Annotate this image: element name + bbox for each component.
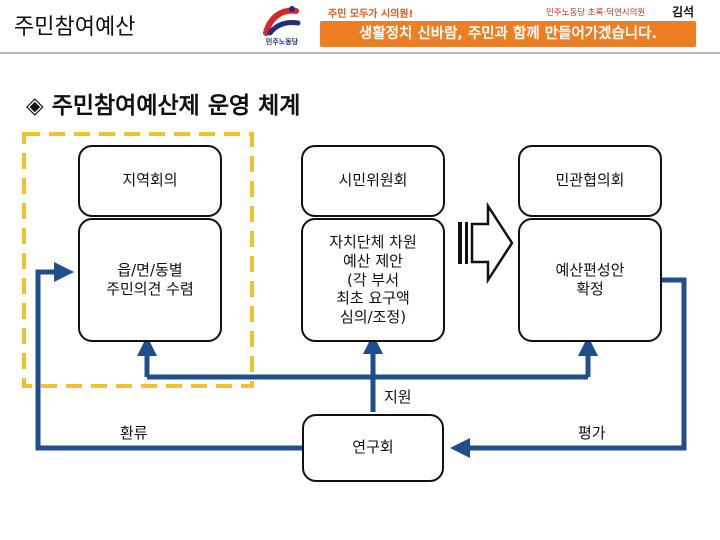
page-title: 주민참여예산: [14, 15, 136, 40]
section-title: ◈ 주민참여예산제 운영 체계: [26, 93, 301, 119]
slogan-banner: 주민 모두가 시의원! 민주노동당 초록·덕연시의원 김석 생활정치 신바람, …: [320, 4, 696, 47]
research-group-box: 연구회: [302, 414, 444, 482]
regional-detail-box: 읍/면/동별 주민의견 수렴: [78, 218, 222, 342]
citizen-detail-box: 자치단체 차원 예산 제안 (각 부서 최초 요구액 심의/조정): [301, 218, 445, 342]
council-member-name: 김석: [672, 5, 695, 19]
citizen-committee-box: 시민위원회: [301, 145, 445, 217]
party-logo: 민주노동당: [252, 3, 312, 49]
evaluation-label: 평가: [578, 424, 606, 442]
public-private-council-box: 민관협의회: [518, 145, 662, 217]
party-logo-icon: [263, 6, 301, 36]
party-info: 민주노동당 초록·덕연시의원: [546, 8, 646, 18]
process-arrow-icon: [458, 201, 514, 285]
feedback-arrow: [35, 262, 302, 451]
feedback-label: 환류: [120, 424, 148, 442]
header: 주민참여예산 민주노동당 주민 모두가 시의원! 민주노동당 초록·덕연시의원 …: [0, 0, 720, 54]
regional-highlight-frame: [22, 132, 254, 388]
slogan-small: 주민 모두가 시의원!: [328, 9, 414, 20]
logo-text: 민주노동당: [265, 38, 299, 46]
evaluation-arrow: [450, 277, 687, 458]
header-divider: [0, 52, 720, 54]
support-label: 지원: [384, 388, 412, 406]
public-private-detail-box: 예산편성안 확정: [518, 218, 662, 342]
regional-council-box: 지역회의: [78, 145, 222, 217]
slogan-main: 생활정치 신바람, 주민과 함께 만들어가겠습니다.: [320, 21, 696, 47]
